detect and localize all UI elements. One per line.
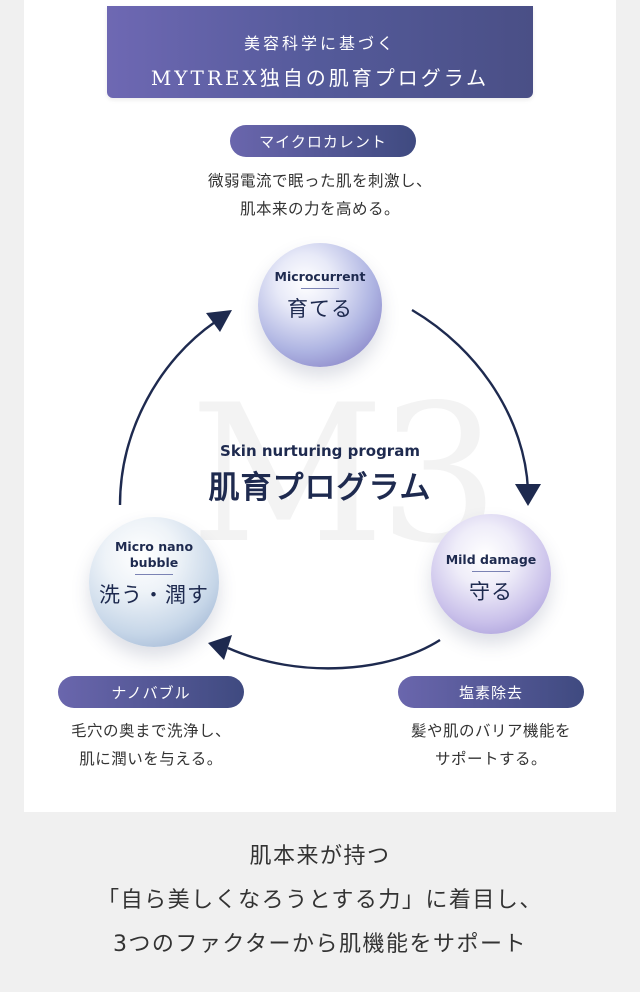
header-subtitle: 美容科学に基づく <box>243 34 396 53</box>
nano-bubble-desc-line1: 毛穴の奥まで洗浄し、 <box>70 722 231 740</box>
nano-bubble-sphere: Micro nano bubble 洗う・潤す <box>89 517 219 647</box>
footer-line2: 「自ら美しくなろうとする力」に着目し、 <box>97 888 543 913</box>
microcurrent-desc-line1: 微弱電流で眠った肌を刺激し、 <box>207 172 432 190</box>
microcurrent-description: 微弱電流で眠った肌を刺激し、 肌本来の力を高める。 <box>120 167 520 223</box>
mild-damage-sphere: Mild damage 守る <box>431 514 551 634</box>
footer-line1: 肌本来が持つ <box>249 844 391 869</box>
microcurrent-sphere: Microcurrent 育てる <box>258 243 382 367</box>
nano-bubble-divider <box>135 574 173 575</box>
microcurrent-sphere-en: Microcurrent <box>274 269 366 284</box>
microcurrent-desc-line2: 肌本来の力を高める。 <box>239 200 400 218</box>
arrow-nano-bubble-to-microcurrent <box>118 310 232 506</box>
mild-damage-sphere-jp: 守る <box>469 580 513 604</box>
arrow-mild-damage-to-nano-bubble <box>208 635 441 670</box>
nano-bubble-sphere-jp: 洗う・潤す <box>99 583 209 607</box>
mild-damage-desc-line1: 髪や肌のバリア機能を <box>410 722 571 740</box>
mild-damage-divider <box>472 571 510 572</box>
nano-bubble-description: 毛穴の奥まで洗浄し、 肌に潤いを与える。 <box>30 717 272 773</box>
header-title: MYTREX独自の肌育プログラム <box>150 66 490 90</box>
header-banner: 美容科学に基づく MYTREX独自の肌育プログラム <box>107 6 533 98</box>
arrow-microcurrent-to-mild-damage <box>411 308 541 506</box>
center-title-en: Skin nurturing program <box>220 442 420 460</box>
nano-bubble-sphere-en-line2: bubble <box>129 555 179 570</box>
footer-line3: 3つのファクターから肌機能をサポート <box>112 932 528 957</box>
mild-damage-desc-line2: サポートする。 <box>434 750 547 768</box>
nano-bubble-pill: ナノバブル <box>58 676 244 708</box>
microcurrent-pill: マイクロカレント <box>230 125 416 157</box>
microcurrent-sphere-jp: 育てる <box>287 297 353 321</box>
mild-damage-description: 髪や肌のバリア機能を サポートする。 <box>370 717 612 773</box>
center-title-jp: 肌育プログラム <box>208 470 432 506</box>
microcurrent-divider <box>301 288 339 289</box>
mild-damage-sphere-en: Mild damage <box>445 552 537 567</box>
mild-damage-pill: 塩素除去 <box>398 676 584 708</box>
nano-bubble-sphere-en-line1: Micro nano <box>114 539 194 554</box>
nano-bubble-desc-line2: 肌に潤いを与える。 <box>79 750 223 768</box>
